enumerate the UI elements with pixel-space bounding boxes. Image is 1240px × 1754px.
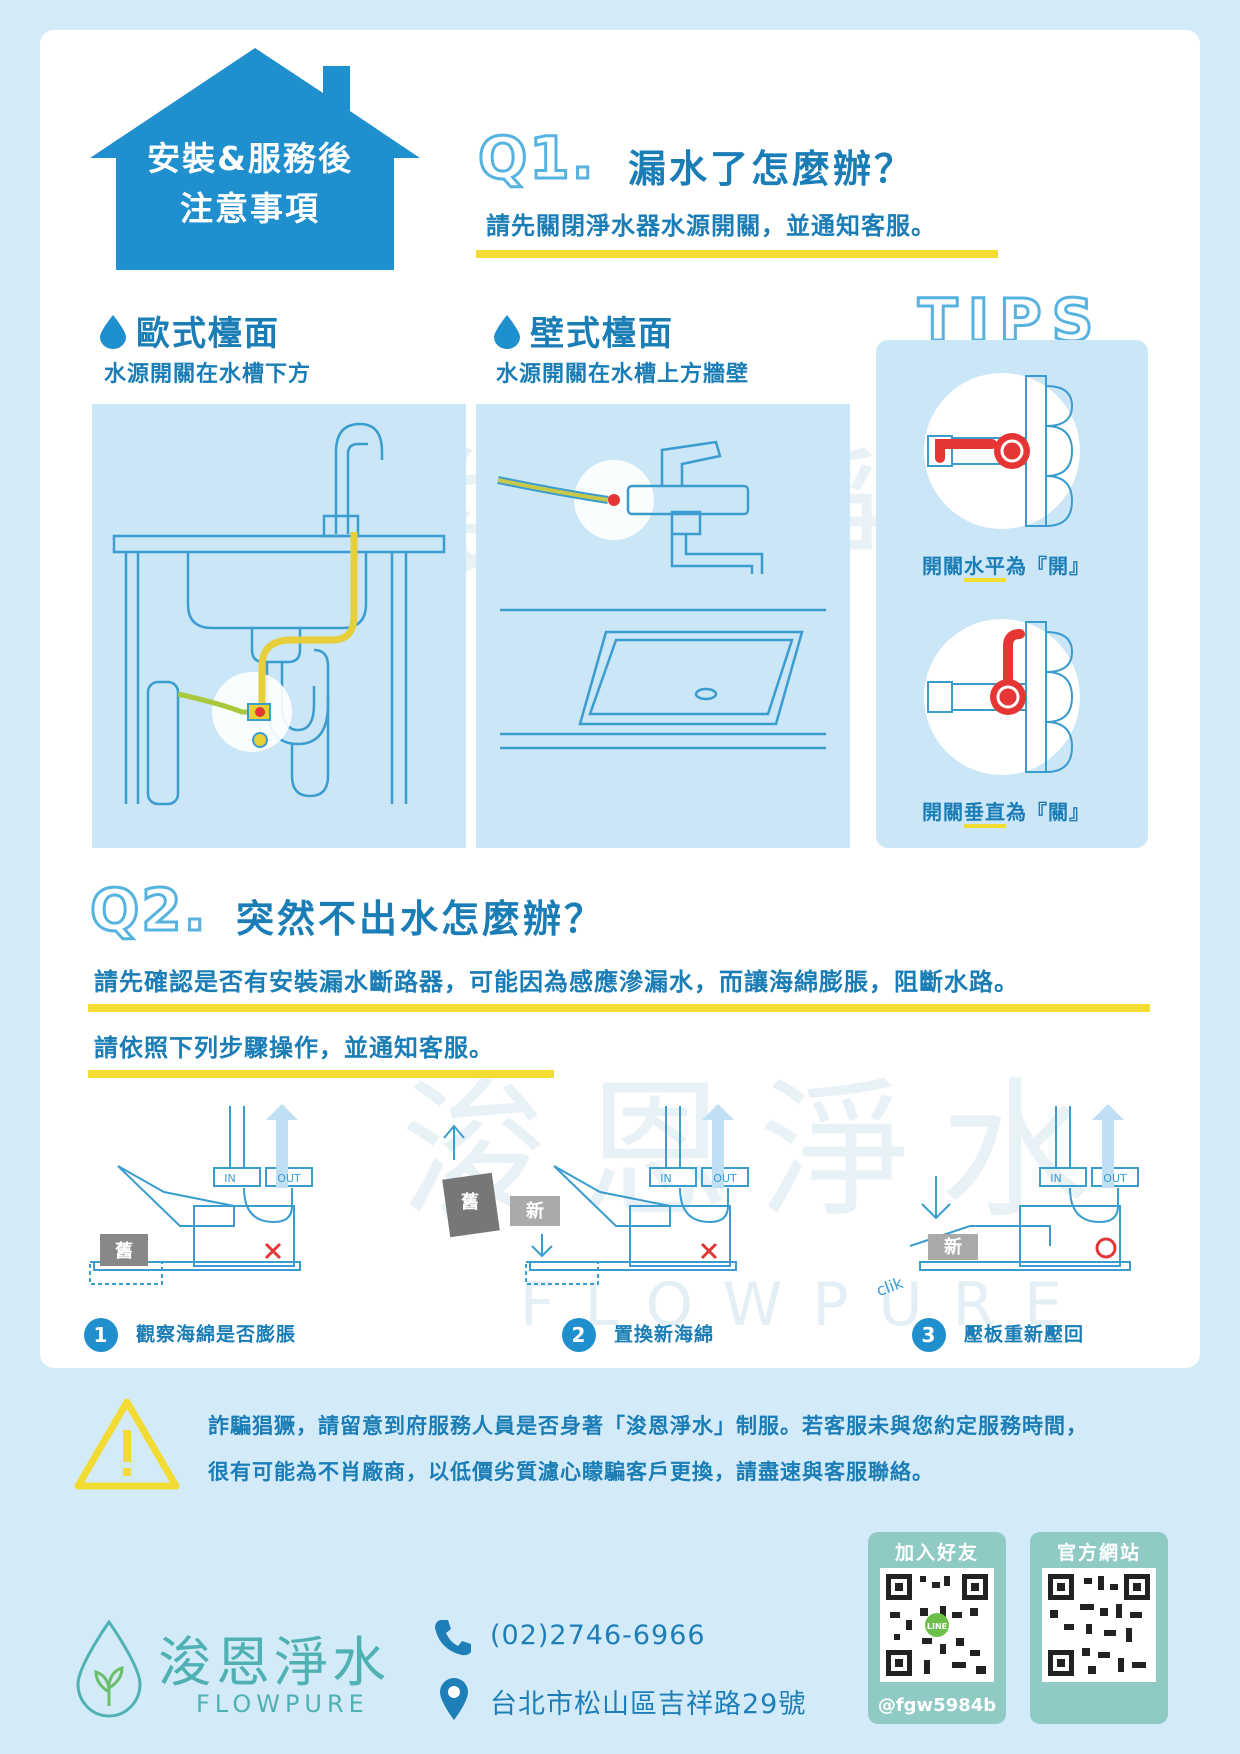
qr-code-pattern: LINE xyxy=(886,1574,988,1676)
new-sponge-label: 新 xyxy=(526,1200,544,1222)
location-pin-icon xyxy=(440,1678,468,1720)
wall-faucet-diagram xyxy=(497,440,826,750)
water-drop-icon xyxy=(100,315,126,349)
wall-title: 壁式檯面 xyxy=(494,306,674,355)
open-caption: 開關水平為『開』 xyxy=(922,550,1090,582)
step2-diagram: IN OUT 舊 新 xyxy=(442,1104,749,1285)
in-label: IN xyxy=(224,1172,235,1185)
qr-code-pattern xyxy=(1048,1574,1150,1676)
q1-instruction: 請先關閉淨水器水源開關，並通知客服。 xyxy=(486,212,936,240)
click-label: clik xyxy=(874,1273,907,1300)
out-label: OUT xyxy=(1103,1172,1127,1185)
q1-underline xyxy=(476,250,998,258)
sink-under-counter-diagram xyxy=(112,422,446,806)
house-title: 安裝&服務後 注意事項 xyxy=(147,139,353,228)
website-qr-code[interactable] xyxy=(1042,1568,1156,1682)
line-qr-label: 加入好友 xyxy=(894,1542,979,1564)
european-sink-illustration xyxy=(92,404,466,848)
website-qr-label: 官方網站 xyxy=(1056,1542,1141,1564)
warning-line-1: 詐騙猖獗，請留意到府服務人員是否身著「浚恩淨水」制服。若客服未與您約定服務時間， xyxy=(208,1414,1088,1438)
in-label: IN xyxy=(1050,1172,1061,1185)
website-qr-card[interactable]: 官方網站 xyxy=(1030,1532,1168,1724)
q2-title: 突然不出水怎麼辦？ xyxy=(236,897,606,941)
wall-sink-illustration xyxy=(476,404,850,848)
brand-name-cn: 浚恩淨水 xyxy=(158,1631,390,1694)
european-subtitle: 水源開關在水槽下方 xyxy=(104,362,312,387)
old-sponge-label: 舊 xyxy=(115,1241,133,1262)
out-label: OUT xyxy=(277,1172,301,1185)
q2-number: Q2. xyxy=(89,875,208,946)
q2-line2: 請依照下列步驟操作，並通知客服。 xyxy=(94,1034,494,1062)
line-qr-card[interactable]: 加入好友 LINE @fgw5984b xyxy=(868,1532,1006,1724)
step3-diagram: IN OUT 新 clik xyxy=(874,1104,1139,1300)
close-caption: 開關垂直為『關』 xyxy=(922,796,1090,828)
brand-name-en: FLOWPURE xyxy=(196,1690,369,1718)
line-qr-code[interactable]: LINE xyxy=(880,1568,994,1682)
q1-title: 漏水了怎麼辦？ xyxy=(628,147,916,191)
step2-badge: 2 xyxy=(562,1318,596,1352)
new-sponge-label: 新 xyxy=(944,1236,962,1258)
water-drop-icon xyxy=(494,315,520,349)
phone-icon xyxy=(435,1620,471,1656)
q2-line1: 請先確認是否有安裝漏水斷路器，可能因為感應滲漏水，而讓海綿膨脹，阻斷水路。 xyxy=(94,968,1019,996)
line-id: @fgw5984b xyxy=(877,1695,997,1716)
line-logo-text: LINE xyxy=(927,1622,947,1631)
q1-number: Q1. xyxy=(477,123,596,194)
step1-diagram: IN OUT 舊 xyxy=(89,1104,313,1285)
valve-closed-icon xyxy=(924,619,1080,775)
q2-underline-1 xyxy=(88,1004,1150,1012)
brand-logo-icon xyxy=(76,1620,142,1718)
tips-panel: 開關水平為『開』 開關垂直為『關』 xyxy=(876,340,1148,848)
phone-number[interactable]: (02)2746-6966 xyxy=(490,1620,706,1651)
q2-underline-2 xyxy=(88,1070,554,1078)
out-label: OUT xyxy=(713,1172,737,1185)
house-icon xyxy=(90,48,420,270)
warning-icon xyxy=(74,1398,180,1490)
section-divider xyxy=(40,1370,1200,1382)
valve-open-icon xyxy=(924,373,1080,529)
step3-badge: 3 xyxy=(912,1318,946,1352)
watermark-text-en: FLOWPURE xyxy=(520,1270,1093,1340)
warning-line-2: 很有可能為不肖廠商，以低價劣質濾心矇騙客戶更換，請盡速與客服聯絡。 xyxy=(208,1460,934,1484)
address: 台北市松山區吉祥路29號 xyxy=(490,1689,807,1720)
in-label: IN xyxy=(660,1172,671,1185)
european-title: 歐式檯面 xyxy=(100,306,280,355)
old-sponge-label: 舊 xyxy=(461,1192,479,1213)
wall-subtitle: 水源開關在水槽上方牆壁 xyxy=(496,362,750,387)
step1-badge: 1 xyxy=(84,1318,118,1352)
